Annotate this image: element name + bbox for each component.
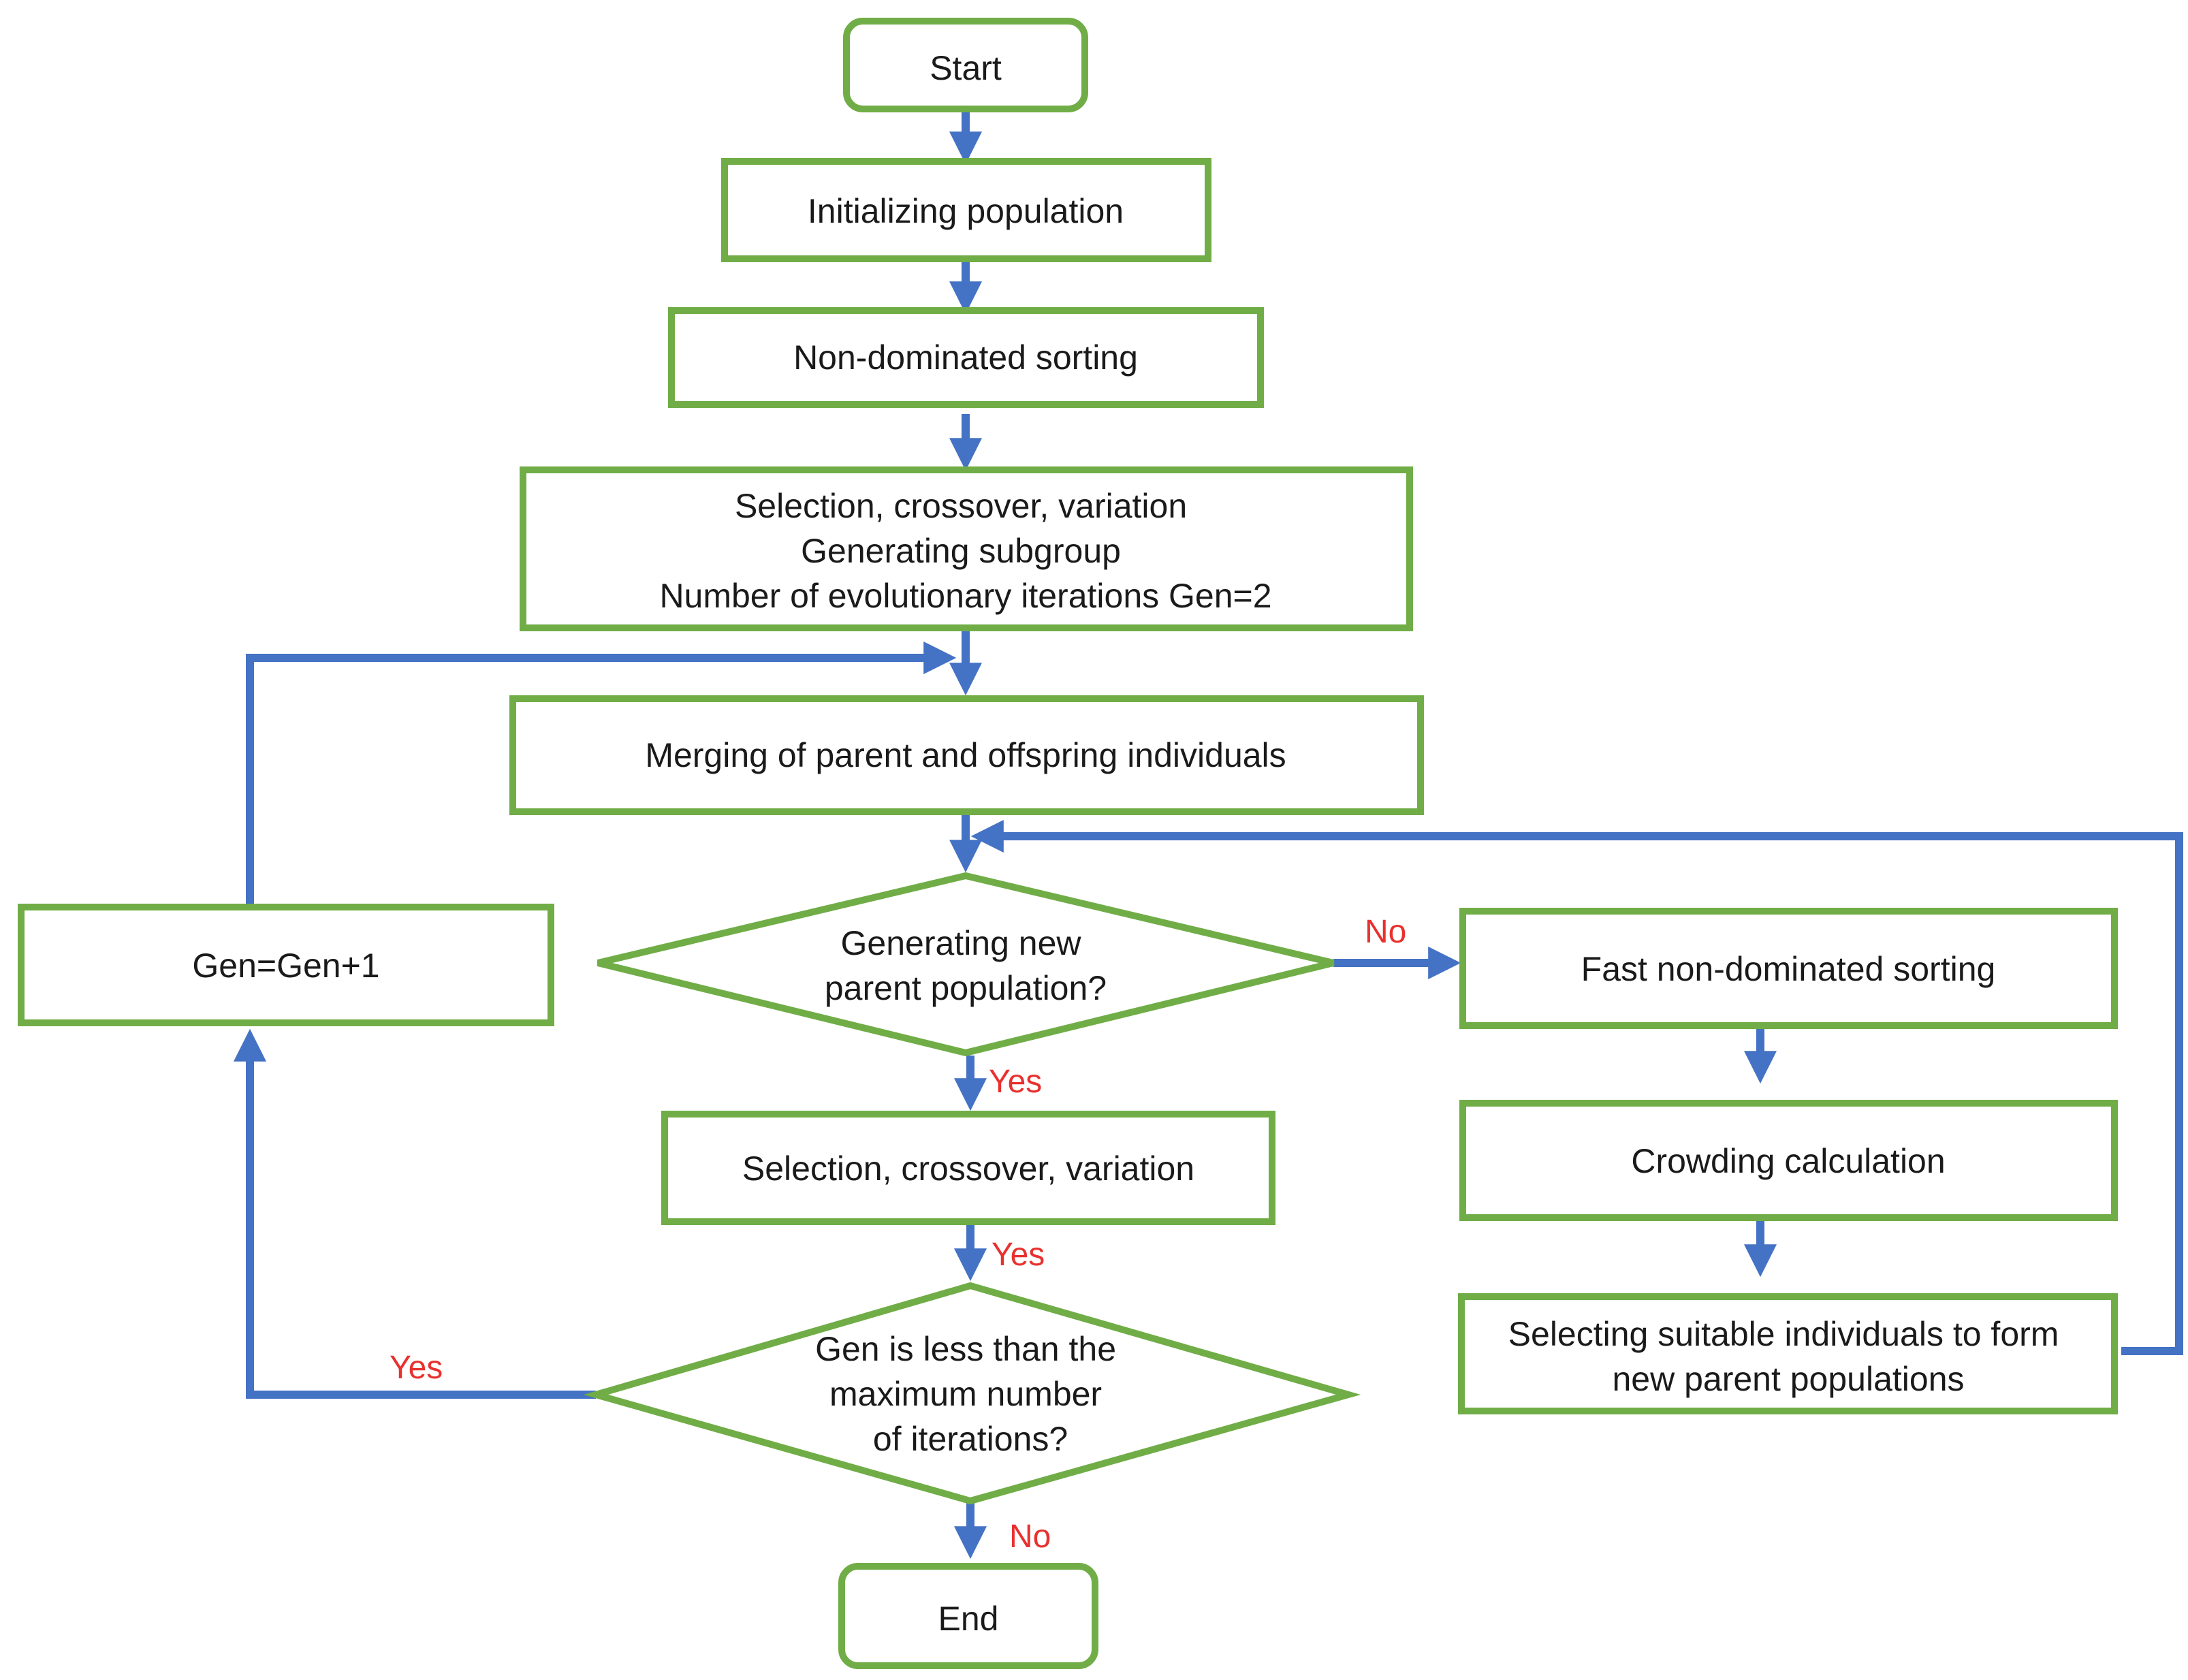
selection-subgroup-line-3: Number of evolutionary iterations Gen=2	[659, 577, 1271, 615]
svg-text:Gen=Gen+1: Gen=Gen+1	[192, 947, 379, 985]
label-dec1-yes: Yes	[989, 1064, 1042, 1100]
initializing-population-node: Initializing population	[721, 158, 1211, 262]
end-label: End	[938, 1600, 999, 1638]
crowding-calculation-label: Crowding calculation	[1631, 1142, 1945, 1180]
generating-parent-decision: Generating new parent population?	[597, 872, 1335, 1057]
non-dominated-sorting-label: Non-dominated sorting	[793, 338, 1138, 377]
selection-crossover-node: Selection, crossover, variation	[661, 1111, 1275, 1225]
svg-text:Selection, crossover, variatio: Selection, crossover, variation	[742, 1150, 1194, 1188]
generating-parent-decision-line-1: Generating new	[841, 924, 1082, 962]
label-sel2-yes: Yes	[992, 1237, 1045, 1273]
generating-parent-decision-line-2: parent population?	[825, 969, 1107, 1007]
edge-dec2-to-gen	[234, 1028, 596, 1399]
merging-label: Merging of parent and offspring individu…	[645, 736, 1286, 774]
crowding-calculation-node: Crowding calculation	[1459, 1100, 2118, 1221]
edge-labels: No Yes Yes Yes No	[390, 914, 1406, 1555]
selecting-individuals-line-2: new parent populations	[1612, 1360, 1964, 1398]
iteration-check-line-3: of iterations?	[873, 1420, 1068, 1458]
edge-gen-to-merge	[246, 641, 957, 906]
svg-text:Non-dominated sorting: Non-dominated sorting	[793, 338, 1138, 377]
fast-non-dominated-sorting-label: Fast non-dominated sorting	[1581, 950, 1996, 988]
svg-text:Crowding calculation: Crowding calculation	[1631, 1142, 1945, 1180]
merging-node: Merging of parent and offspring individu…	[509, 695, 1424, 815]
fast-non-dominated-sorting-node: Fast non-dominated sorting	[1459, 908, 2118, 1029]
selection-subgroup-node: Selection, crossover, variation Generati…	[520, 466, 1413, 631]
start-node: Start	[843, 18, 1088, 112]
label-dec1-no: No	[1365, 914, 1406, 950]
svg-text:Merging of parent and offsprin: Merging of parent and offspring individu…	[645, 736, 1286, 774]
edges	[234, 109, 2183, 1559]
selecting-individuals-line-1: Selecting suitable individuals to form	[1508, 1315, 2059, 1353]
end-node: End	[838, 1563, 1098, 1669]
start-label: Start	[930, 49, 1002, 87]
iteration-check-decision: Gen is less than the maximum number of i…	[583, 1282, 1361, 1505]
svg-text:Fast non-dominated sorting: Fast non-dominated sorting	[1581, 950, 1996, 988]
svg-text:Initializing population: Initializing population	[808, 192, 1124, 230]
initializing-population-label: Initializing population	[808, 192, 1124, 230]
selecting-individuals-node: Selecting suitable individuals to form n…	[1458, 1293, 2118, 1414]
selection-subgroup-line-1: Selection, crossover, variation	[735, 487, 1187, 525]
label-dec2-no: No	[1009, 1519, 1051, 1555]
svg-text:Start: Start	[930, 49, 1002, 87]
edge-selpar-to-dec1	[970, 820, 2183, 1355]
iteration-check-line-1: Gen is less than the	[815, 1330, 1116, 1368]
label-dec2-yes: Yes	[390, 1350, 443, 1386]
svg-text:Selection, crossover, variatio: Selection, crossover, variation Generati…	[659, 487, 1271, 615]
iteration-check-line-2: maximum number	[829, 1375, 1102, 1413]
gen-increment-label: Gen=Gen+1	[192, 947, 379, 985]
svg-text:Selecting suitable individuals: Selecting suitable individuals to form n…	[1508, 1315, 2069, 1398]
gen-increment-node: Gen=Gen+1	[18, 904, 554, 1026]
selection-crossover-label: Selection, crossover, variation	[742, 1150, 1194, 1188]
selection-subgroup-line-2: Generating subgroup	[801, 532, 1121, 570]
svg-text:Generating new parent po: Generating new parent population?	[825, 924, 1107, 1007]
non-dominated-sorting-node: Non-dominated sorting	[668, 307, 1264, 408]
svg-text:Gen is less than the max: Gen is less than the maximum number of i…	[815, 1330, 1126, 1458]
svg-text:End: End	[938, 1600, 999, 1638]
